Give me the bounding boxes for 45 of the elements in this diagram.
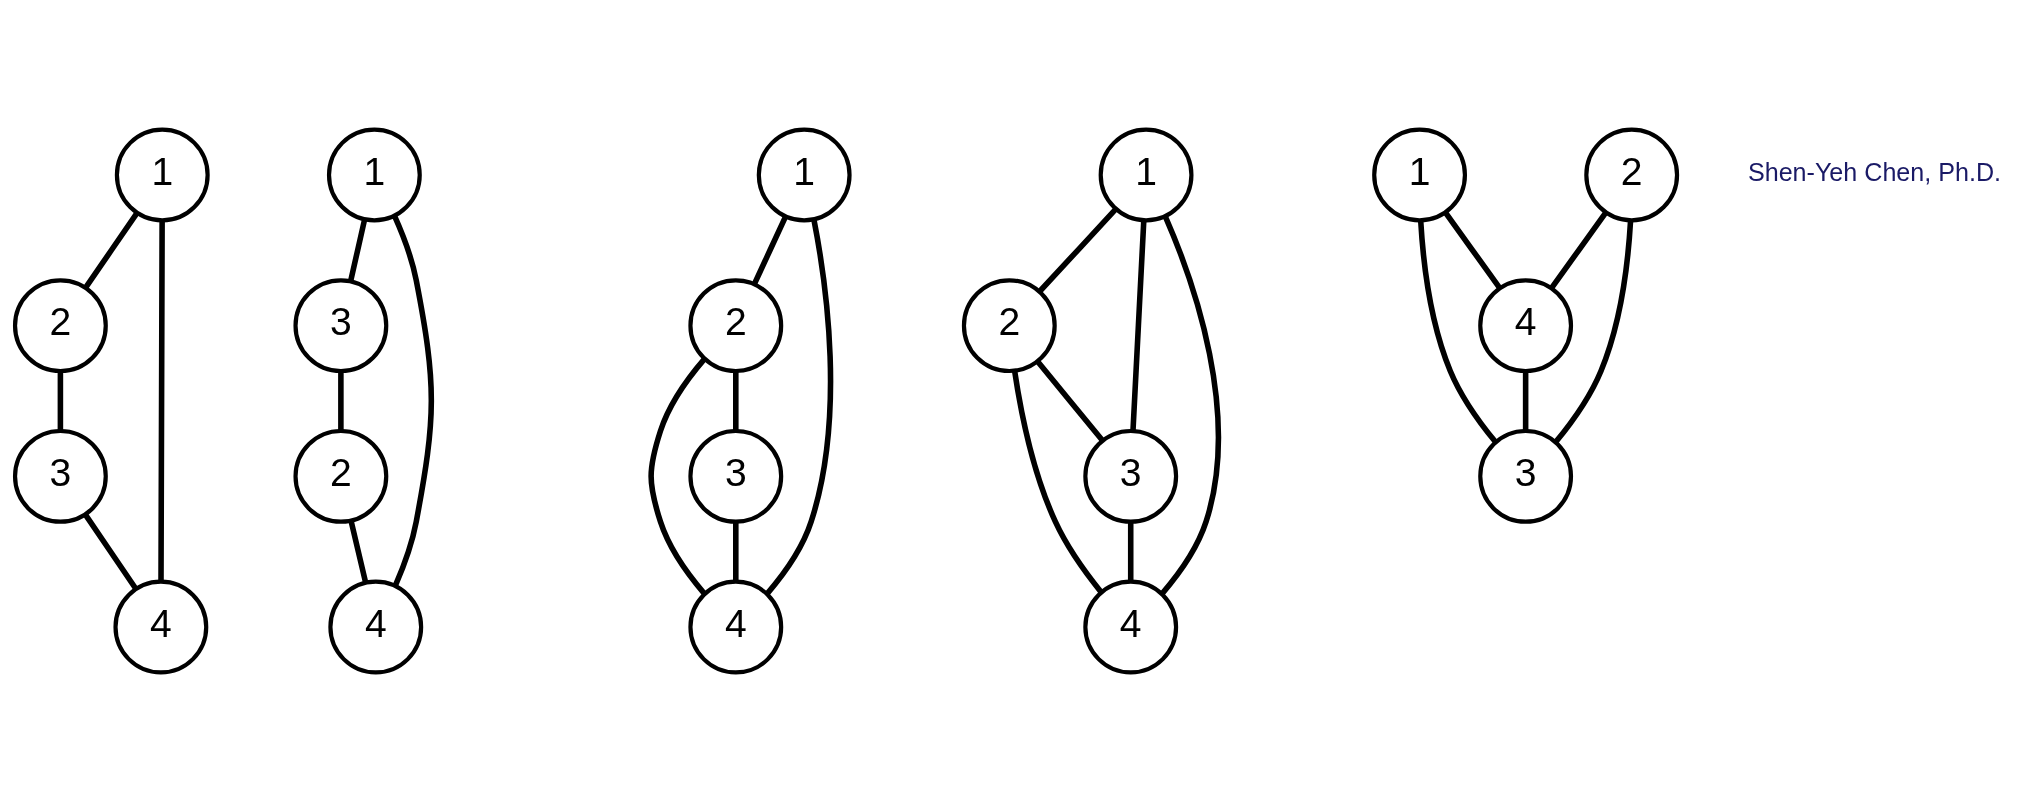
connector xyxy=(83,211,140,290)
connector xyxy=(1417,220,1498,444)
node-circle: 2 xyxy=(688,278,784,374)
node-circle: 2 xyxy=(12,278,108,374)
connector xyxy=(1127,521,1134,582)
node-circle: 2 xyxy=(1584,127,1680,223)
node-circle: 1 xyxy=(114,127,210,223)
connector xyxy=(751,215,789,286)
connector xyxy=(57,371,64,431)
connector xyxy=(347,218,368,282)
node-circle: 1 xyxy=(1372,127,1468,223)
connector xyxy=(733,371,739,431)
node-circle: 4 xyxy=(328,579,424,675)
node-circle: 3 xyxy=(1478,428,1574,524)
node-circle: 4 xyxy=(688,579,784,675)
node-circle: 2 xyxy=(961,278,1057,374)
node-circle: 1 xyxy=(1098,127,1194,223)
connector xyxy=(765,219,834,596)
connector xyxy=(1522,371,1529,431)
node-circle: 3 xyxy=(12,428,108,524)
node-circle: 4 xyxy=(1083,579,1179,675)
node-circle: 4 xyxy=(113,579,209,675)
connector xyxy=(391,214,435,587)
connector xyxy=(1549,210,1609,290)
connector xyxy=(1035,359,1105,443)
connector xyxy=(1130,220,1147,431)
node-circle: 4 xyxy=(1478,278,1574,374)
connector xyxy=(733,521,739,582)
node-circle: 3 xyxy=(293,278,389,374)
node-circle: 3 xyxy=(688,428,784,524)
node-circle: 2 xyxy=(293,428,389,524)
connector xyxy=(1443,210,1502,290)
connector xyxy=(648,357,707,596)
connector xyxy=(1553,220,1634,444)
connector xyxy=(158,220,165,582)
connector xyxy=(1160,215,1222,596)
connector xyxy=(1011,370,1104,594)
connector xyxy=(348,520,369,584)
connector xyxy=(1037,207,1118,294)
node-circle: 1 xyxy=(756,127,852,223)
node-circle: 3 xyxy=(1083,428,1179,524)
connector xyxy=(82,512,139,591)
connector xyxy=(338,371,344,431)
node-circle: 1 xyxy=(326,127,422,223)
label: Shen-Yeh Chen, Ph.D. xyxy=(1747,158,2002,187)
